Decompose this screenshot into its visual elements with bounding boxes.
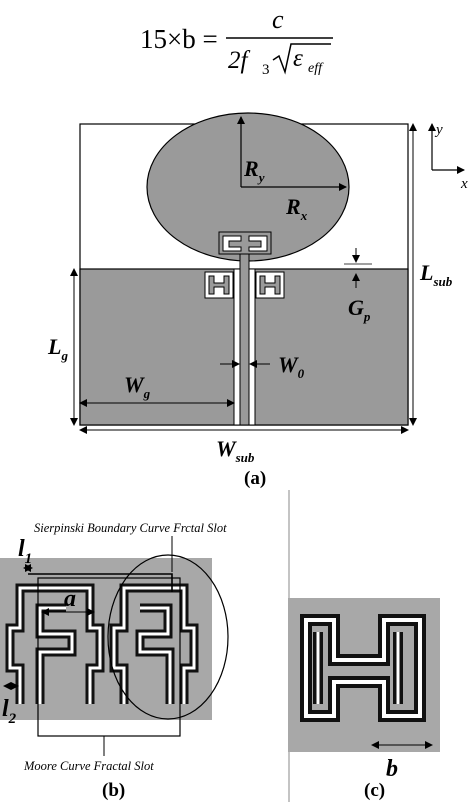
equation-epsilon: ε (293, 45, 303, 72)
equation-numerator: c (272, 5, 284, 34)
b-label: b (386, 756, 398, 782)
a-label: a (64, 586, 76, 612)
y-axis-label: y (434, 122, 443, 138)
sierpinski-label: Sierpinski Boundary Curve Frctal Slot (34, 521, 227, 535)
bridging-trace (28, 573, 173, 592)
moore-outline (37, 577, 181, 737)
sierpinski-outline (107, 554, 229, 720)
sierpinski-slot-small (218, 231, 272, 255)
equation-epsilon-subscript: eff (308, 61, 324, 76)
figure-a: Ry Rx y x Lsub Gp Lg Wg W0 Wsub (a) (47, 112, 468, 489)
sierpinski-slot (109, 583, 199, 704)
lg-label: Lg (47, 334, 68, 363)
equation-lhs: 15×b = (140, 24, 218, 54)
l1-label: l1 (18, 536, 32, 567)
figure-c: b (c) (288, 490, 440, 802)
rx-label: Rx (285, 194, 308, 223)
w0-label: W0 (278, 352, 305, 381)
h-slot-left (204, 271, 234, 299)
h-slot-right (255, 271, 285, 299)
equation: 15×b = c 2f 3 ε eff (140, 5, 333, 78)
caption-b: (b) (102, 780, 125, 801)
equation-2f: 2f (228, 47, 251, 74)
gp-label: Gp (348, 295, 371, 324)
l2-label: l2 (2, 696, 17, 727)
wsub-label: Wsub (216, 436, 255, 465)
feed-line (239, 249, 250, 426)
caption-a: (a) (244, 468, 266, 489)
equation-f-subscript: 3 (262, 62, 270, 78)
sqrt-sign (272, 43, 331, 75)
caption-c: (c) (364, 780, 385, 801)
figure-b: Sierpinski Boundary Curve Frctal Slot l1… (0, 521, 229, 801)
x-axis-label: x (460, 176, 468, 192)
moore-slot (5, 583, 105, 704)
ry-label: Ry (243, 156, 265, 185)
lsub-label: Lsub (419, 260, 453, 289)
wg-label: Wg (124, 372, 151, 401)
moore-label: Moore Curve Fractal Slot (23, 759, 154, 773)
h-slot-zoom (300, 614, 426, 722)
